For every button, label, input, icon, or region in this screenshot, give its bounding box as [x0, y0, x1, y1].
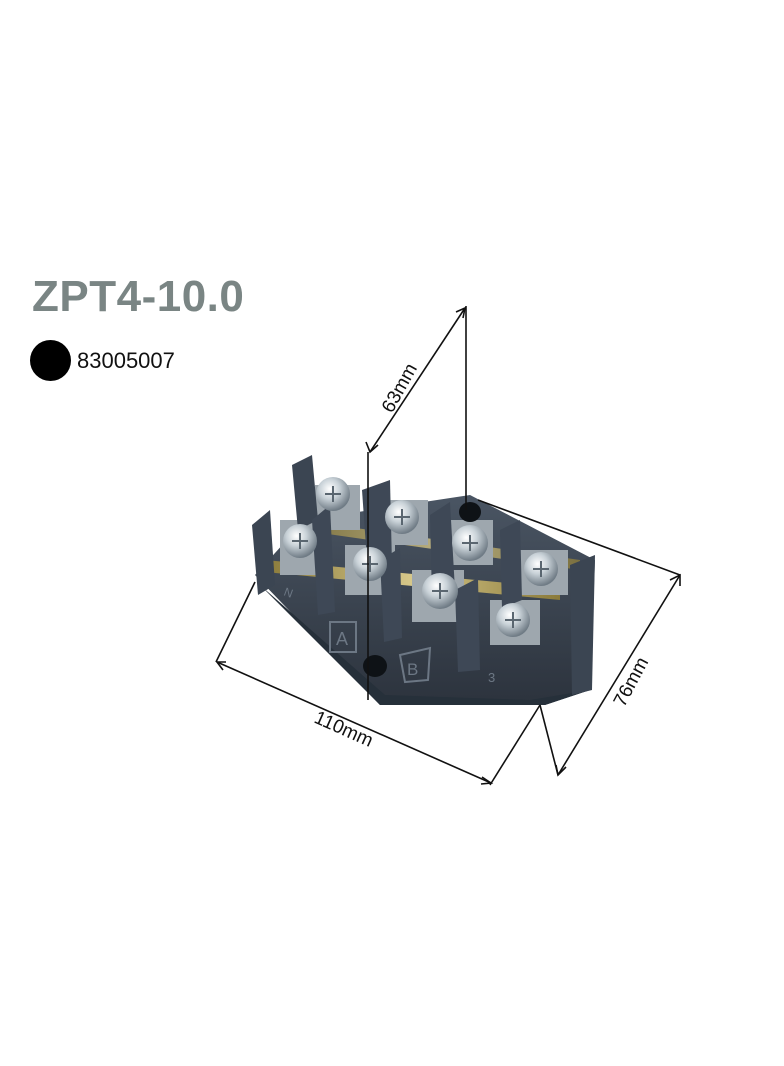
color-swatch	[30, 340, 71, 381]
height-dimension-label: 63mm	[378, 360, 422, 416]
article-number: 83005007	[77, 347, 175, 373]
width-dimension-label: 76mm	[610, 654, 653, 710]
terminal-markings: N A B 3	[282, 585, 495, 685]
dimension-lines	[215, 306, 681, 786]
product-title: ZPT4-10.0	[32, 272, 245, 321]
terminal-screws	[283, 477, 558, 637]
color-code-row: 83005007	[30, 340, 175, 381]
length-dimension-label: 110mm	[311, 707, 376, 751]
marking-a: A	[336, 629, 348, 649]
marking-3: 3	[488, 670, 495, 685]
marking-b: B	[407, 660, 418, 679]
